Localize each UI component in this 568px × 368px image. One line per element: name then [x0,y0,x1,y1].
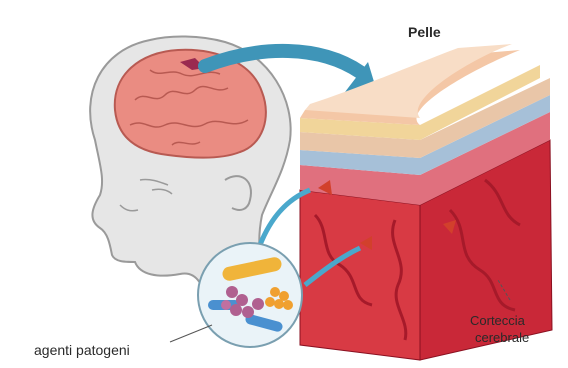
pathogens-label: agenti patogeni [34,342,130,358]
pathogens-leader [170,325,212,342]
cortex-label-line1: Corteccia [470,313,525,328]
pathogen-circle [198,243,302,347]
brain-illustration [115,50,266,158]
cortex-label-line2: cerebrale [475,330,529,345]
skin-label: Pelle [408,24,441,40]
